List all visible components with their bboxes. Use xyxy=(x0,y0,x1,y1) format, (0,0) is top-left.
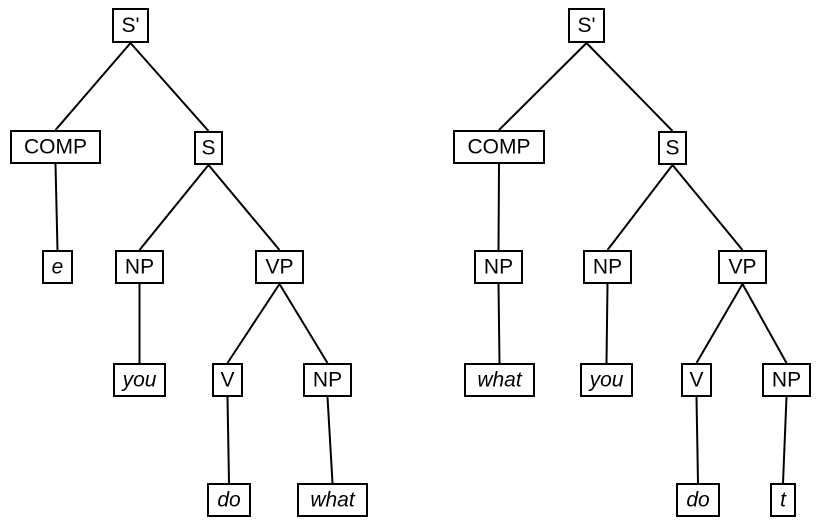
node-box xyxy=(658,131,687,165)
tree-edge xyxy=(226,283,281,364)
tree-node: NP xyxy=(762,363,811,397)
tree-edge xyxy=(695,283,744,364)
tree-edge xyxy=(671,164,744,251)
node-label: what xyxy=(310,489,356,512)
tree-node: S' xyxy=(112,8,149,43)
node-box xyxy=(207,483,251,517)
node-box xyxy=(255,250,304,284)
tree-edge xyxy=(741,283,788,364)
node-box xyxy=(303,363,352,397)
tree-edge xyxy=(207,164,281,251)
tree-node: VP xyxy=(255,250,304,284)
tree-edge xyxy=(129,42,210,132)
tree-nodes-right-tree: S' COMP S NP NP VP what you V NP do t xyxy=(453,8,811,517)
node-box xyxy=(113,363,166,397)
tree-edge xyxy=(498,42,588,131)
tree-node: COMP xyxy=(10,130,101,164)
tree-node: NP xyxy=(583,250,632,284)
node-box xyxy=(568,8,605,43)
node-label: NP xyxy=(593,256,622,279)
node-label: S' xyxy=(577,14,595,37)
tree-edge xyxy=(54,163,59,251)
node-box xyxy=(770,483,796,517)
node-label: S' xyxy=(121,14,139,37)
tree-edge xyxy=(605,283,609,364)
node-box xyxy=(212,363,243,397)
tree-edges-left-tree xyxy=(54,42,334,484)
tree-node: S xyxy=(194,131,223,165)
node-label: NP xyxy=(772,369,801,392)
node-label: V xyxy=(689,369,703,392)
node-box xyxy=(580,363,633,397)
tree-node: NP xyxy=(115,250,164,284)
node-label: t xyxy=(780,489,787,512)
node-box xyxy=(42,250,73,284)
node-box xyxy=(194,131,223,165)
tree-node: S xyxy=(658,131,687,165)
node-box xyxy=(474,250,523,284)
node-label: VP xyxy=(728,256,756,279)
tree-node: t xyxy=(770,483,796,517)
tree-edge xyxy=(54,42,132,131)
tree-node: COMP xyxy=(453,130,545,164)
tree-node: do xyxy=(207,483,251,517)
edges-layer xyxy=(54,42,788,484)
node-label: NP xyxy=(125,256,154,279)
node-box xyxy=(762,363,811,397)
node-box xyxy=(453,130,545,164)
node-label: do xyxy=(217,489,241,512)
node-label: do xyxy=(686,489,710,512)
node-box xyxy=(464,363,535,397)
node-box xyxy=(718,250,767,284)
node-box xyxy=(583,250,632,284)
node-box xyxy=(676,483,720,517)
node-box xyxy=(681,363,712,397)
node-label: NP xyxy=(313,369,342,392)
node-box xyxy=(112,8,149,43)
tree-node: you xyxy=(113,363,166,397)
tree-node: VP xyxy=(718,250,767,284)
tree-node: NP xyxy=(474,250,523,284)
tree-node: e xyxy=(42,250,73,284)
tree-node: S' xyxy=(568,8,605,43)
node-label: COMP xyxy=(468,136,531,159)
tree-edge xyxy=(782,396,788,484)
tree-node: V xyxy=(212,363,243,397)
tree-node: what xyxy=(297,483,368,517)
node-label: V xyxy=(220,369,234,392)
tree-edges-right-tree xyxy=(497,42,788,484)
tree-node: NP xyxy=(303,363,352,397)
tree-edge xyxy=(497,283,501,364)
node-label: S xyxy=(201,137,215,160)
node-label: what xyxy=(477,369,523,392)
node-box xyxy=(115,250,164,284)
node-label: S xyxy=(665,137,679,160)
node-label: VP xyxy=(265,256,293,279)
tree-edge xyxy=(278,283,329,364)
tree-edge xyxy=(226,396,230,484)
node-label: NP xyxy=(484,256,513,279)
tree-edge xyxy=(138,164,210,251)
tree-edge xyxy=(695,396,699,484)
tree-edge xyxy=(497,163,500,251)
tree-node: what xyxy=(464,363,535,397)
tree-node: you xyxy=(580,363,633,397)
tree-edge xyxy=(585,42,674,132)
node-label: e xyxy=(52,256,64,279)
tree-node: V xyxy=(681,363,712,397)
node-box xyxy=(297,483,368,517)
tree-edge xyxy=(326,396,334,484)
node-label: COMP xyxy=(24,136,87,159)
node-label: you xyxy=(121,369,157,392)
tree-node: do xyxy=(676,483,720,517)
node-label: you xyxy=(588,369,624,392)
tree-edge xyxy=(606,164,674,251)
node-box xyxy=(10,130,101,164)
